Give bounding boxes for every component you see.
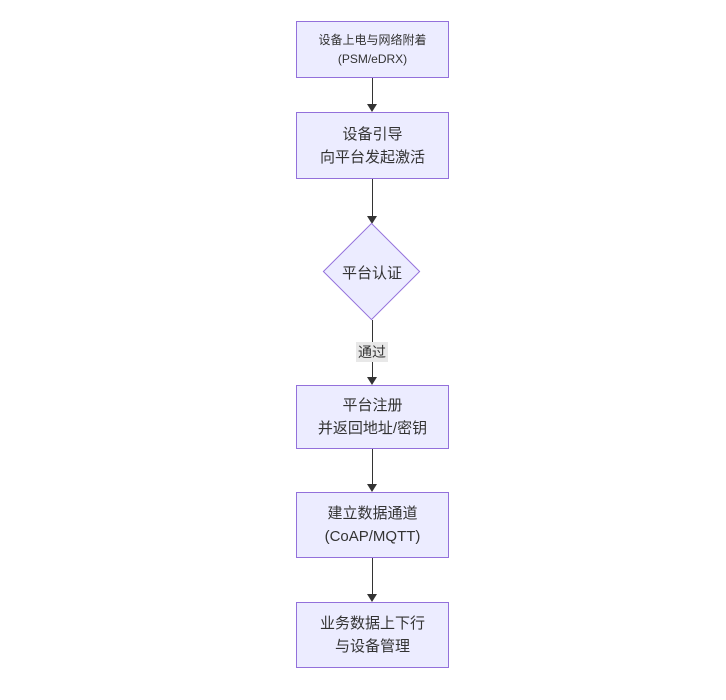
edge-bootstrap-to-auth — [372, 179, 373, 216]
edge-label-pass: 通过 — [356, 342, 388, 362]
arrow-down-icon — [367, 216, 377, 224]
node-text-line: 并返回地址/密钥 — [317, 420, 428, 437]
node-text-line: 平台注册 — [342, 397, 403, 414]
flow-node-power-attach: 设备上电与网络附着 (PSM/eDRX) — [296, 21, 449, 78]
node-text-line: 设备上电与网络附着 — [318, 32, 427, 47]
arrow-down-icon — [367, 594, 377, 602]
flow-node-bootstrap: 设备引导 向平台发起激活 — [296, 112, 449, 179]
edge-channel-to-business — [372, 558, 373, 594]
edge-power-to-bootstrap — [372, 78, 373, 104]
node-text-line: 业务数据上下行 — [319, 615, 425, 632]
node-text-line: 向平台发起激活 — [319, 148, 425, 166]
flow-node-platform-register: 平台注册 并返回地址/密钥 — [296, 385, 449, 449]
edge-register-to-channel — [372, 449, 373, 484]
node-text-line: 与设备管理 — [334, 638, 410, 655]
flow-node-business-data: 业务数据上下行 与设备管理 — [296, 602, 449, 668]
node-text-line: (PSM/eDRX) — [337, 51, 408, 66]
node-text-line: 设备引导 — [342, 125, 403, 143]
node-text-line: (CoAP/MQTT) — [324, 528, 421, 545]
arrow-down-icon — [367, 484, 377, 492]
arrow-down-icon — [367, 104, 377, 112]
node-text-line: 平台认证 — [341, 264, 402, 282]
flow-node-data-channel: 建立数据通道 (CoAP/MQTT) — [296, 492, 449, 558]
arrow-down-icon — [367, 377, 377, 385]
flow-node-platform-auth: 平台认证 — [322, 222, 422, 321]
node-text-line: 建立数据通道 — [327, 505, 418, 522]
